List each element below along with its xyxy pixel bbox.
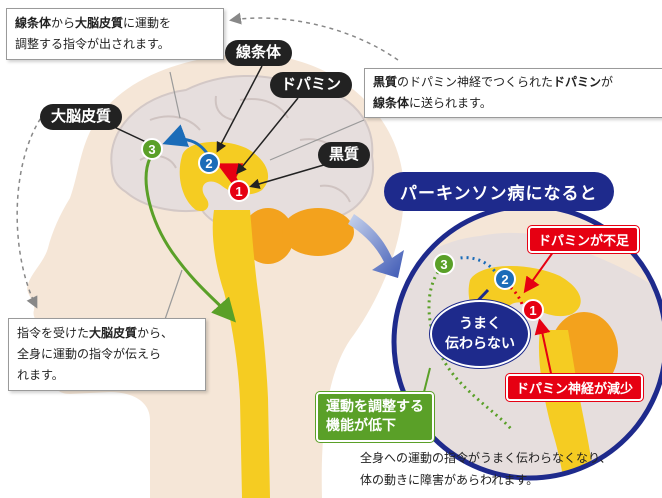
label-striatum: 線条体	[225, 40, 293, 66]
marker-2: 2	[198, 152, 220, 174]
caption-symptoms: 全身への運動の指令がうまく伝わらなくなり、 体の動きに障害があらわれます。	[360, 451, 612, 487]
transition-arrow	[348, 214, 404, 278]
bubble-not-transmitted: うまく伝わらない	[430, 300, 530, 368]
zoom-marker-3: 3	[433, 253, 455, 275]
callout-dopamine-production: 黒質のドパミン神経でつくられたドパミンが 線条体に送られます。	[364, 68, 662, 118]
label-substantia-nigra: 黒質	[318, 142, 371, 168]
callout-cortex-command: 指令を受けた大脳皮質から、 全身に運動の指令が伝えら れます。	[8, 318, 206, 391]
marker-2-text: 2	[205, 156, 212, 171]
zoom-marker-3-text: 3	[440, 257, 447, 272]
marker-3: 3	[141, 138, 163, 160]
label-dopamine: ドパミン	[270, 72, 353, 98]
zoom-marker-2-text: 2	[501, 272, 508, 287]
marker-1-text: 1	[235, 184, 242, 199]
cerebellum	[282, 208, 354, 256]
label-function-decline: 運動を調整する 機能が低下	[316, 392, 434, 442]
zoom-marker-1: 1	[522, 299, 544, 321]
label-dopamine-shortage: ドパミンが不足	[528, 226, 640, 253]
marker-1: 1	[228, 180, 250, 202]
label-neuron-decrease: ドパミン神経が減少	[506, 374, 644, 401]
zoom-marker-1-text: 1	[529, 303, 536, 318]
callout-striatum-command: 線条体から大脳皮質に運動を 調整する指令が出されます。	[6, 8, 224, 60]
thalamus	[242, 208, 294, 264]
label-cortex: 大脳皮質	[40, 104, 123, 130]
brainstem-spinal-cord	[212, 210, 270, 498]
parkinson-banner: パーキンソン病になると	[384, 172, 614, 211]
marker-3-text: 3	[148, 142, 155, 157]
zoom-marker-2: 2	[494, 268, 516, 290]
